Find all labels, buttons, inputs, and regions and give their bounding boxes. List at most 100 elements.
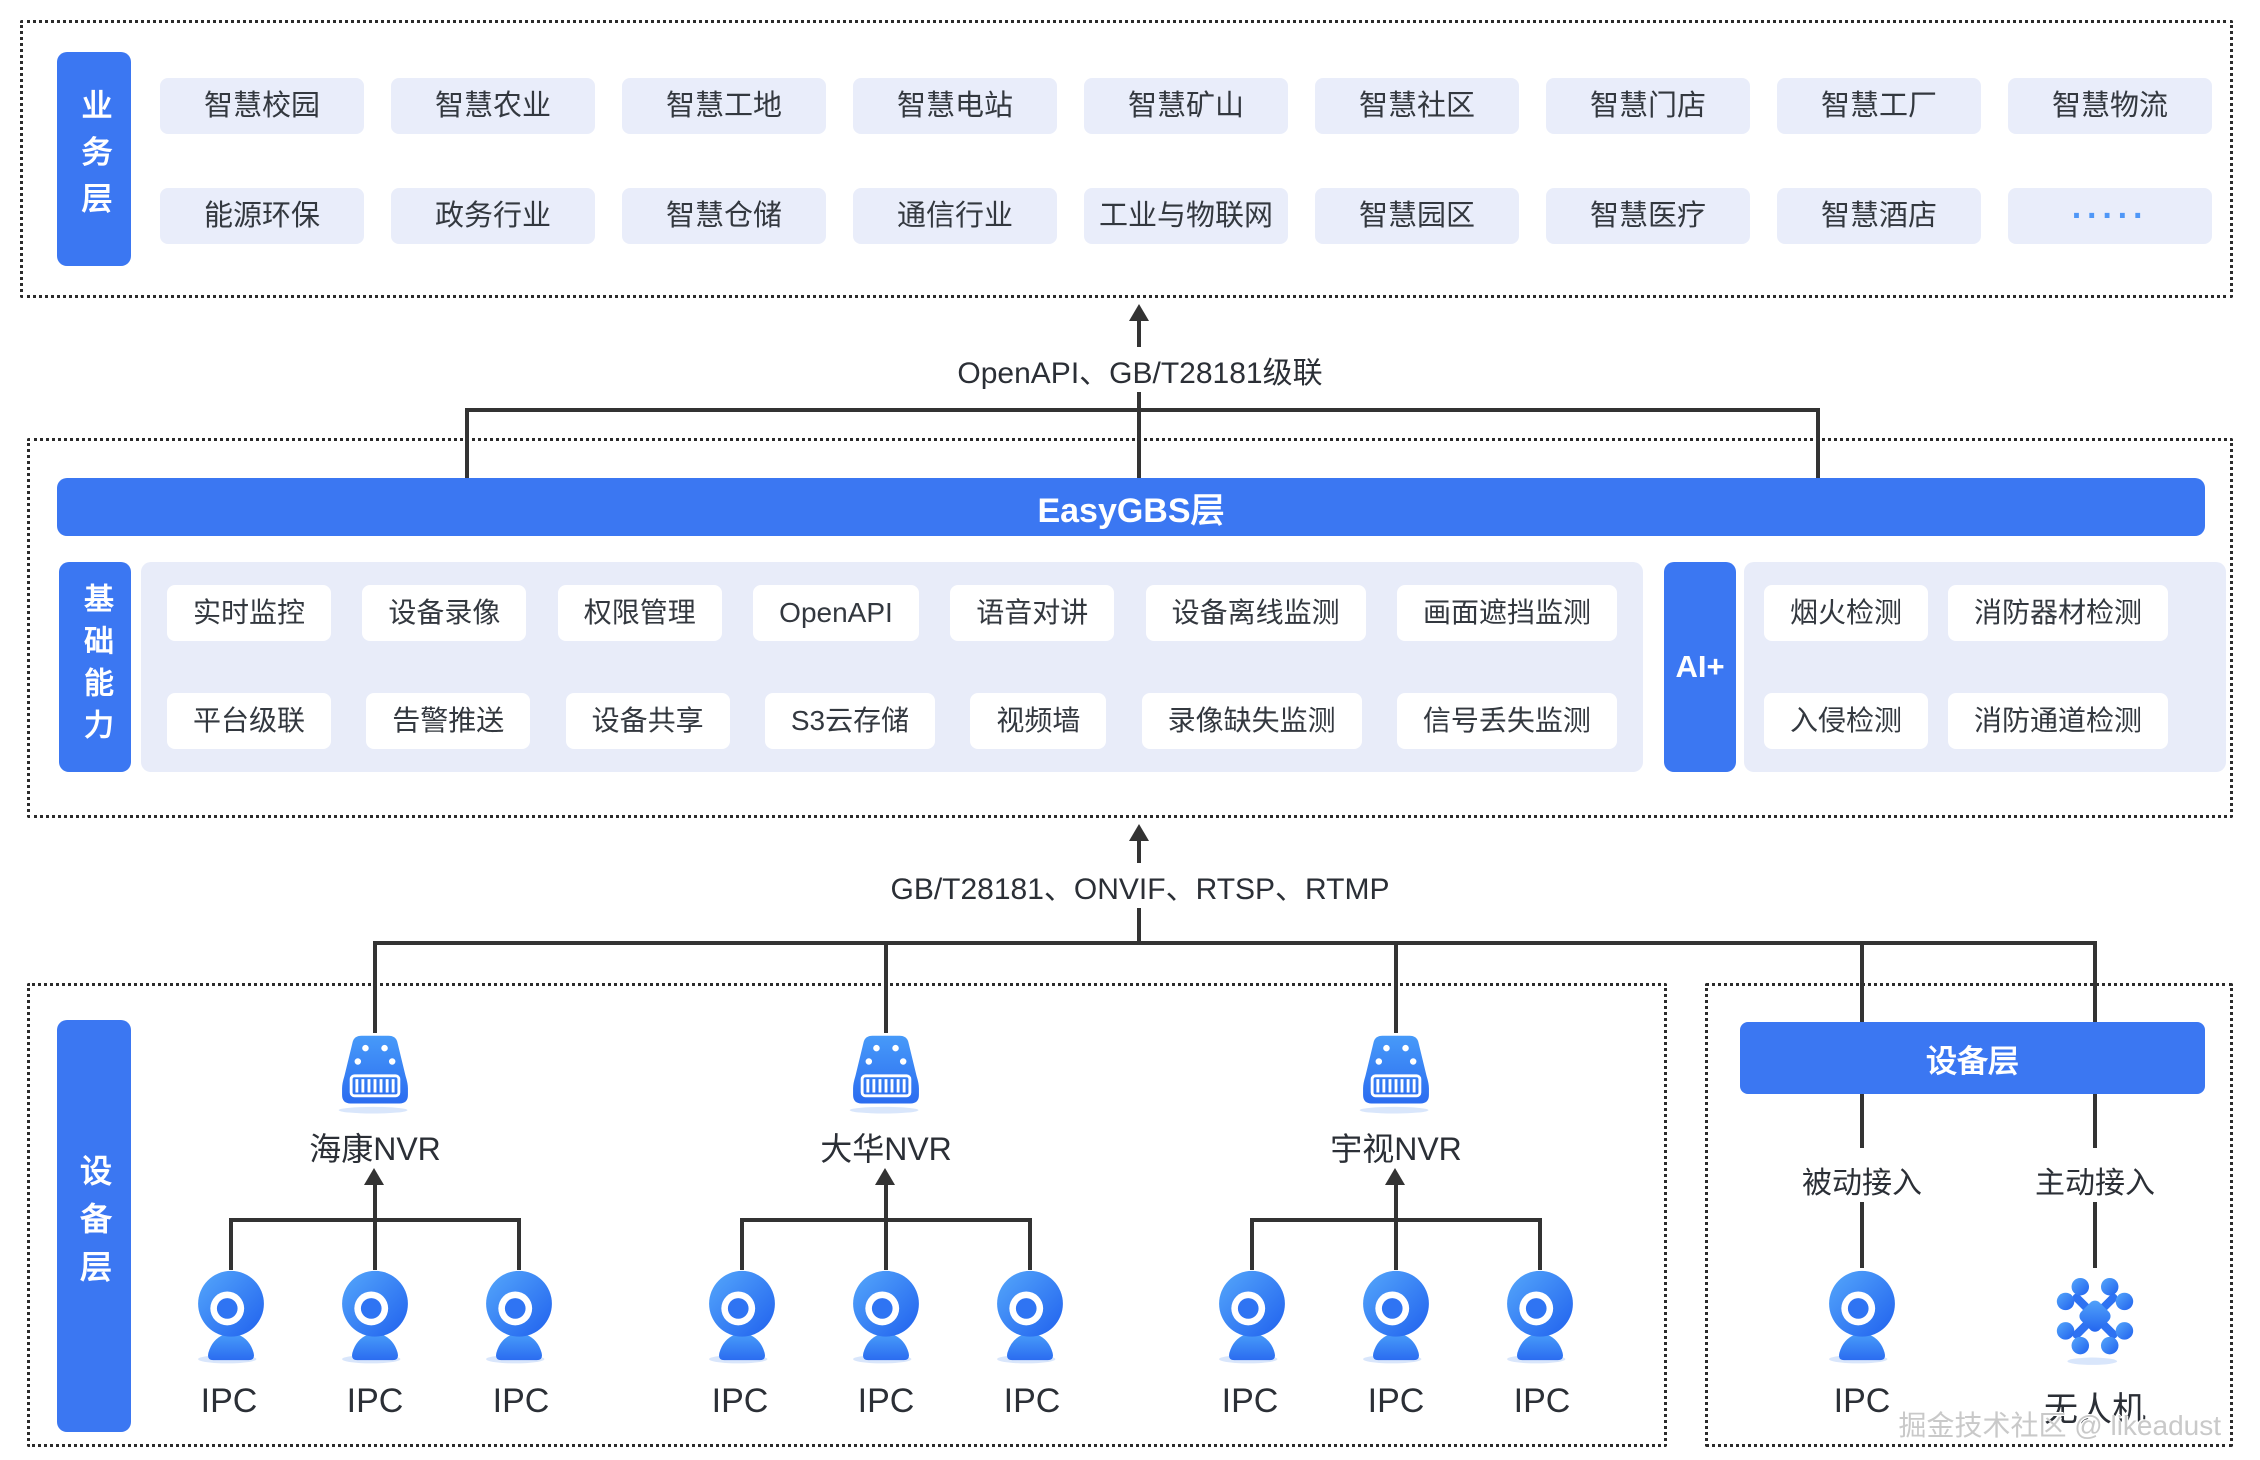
easygbs-bar: EasyGBS层 bbox=[57, 478, 2205, 536]
connector-line bbox=[1137, 908, 1141, 945]
business-layer-box bbox=[20, 20, 2233, 298]
ai-row-2: 入侵检测 消防通道检测 bbox=[1764, 693, 2206, 749]
connector-device-label: GB/T28181、ONVIF、RTSP、RTMP bbox=[890, 873, 1390, 906]
capability-chip: 平台级联 bbox=[167, 693, 332, 749]
tree-line bbox=[1250, 1218, 1542, 1222]
business-row-1: 智慧校园 智慧农业 智慧工地 智慧电站 智慧矿山 智慧社区 智慧门店 智慧工厂 … bbox=[160, 78, 2212, 134]
capability-chip: 视频墙 bbox=[970, 693, 1107, 749]
device-layer-box bbox=[27, 983, 1667, 1447]
ipc-label: IPC bbox=[1221, 1382, 1279, 1420]
business-layer-tab: 业务层 bbox=[57, 52, 131, 266]
ipc-icon bbox=[1815, 1266, 1909, 1364]
capability-chip: 语音对讲 bbox=[950, 585, 1115, 641]
capability-chip: 设备录像 bbox=[362, 585, 527, 641]
ipc-icon bbox=[1205, 1266, 1299, 1364]
capability-chip: 告警推送 bbox=[366, 693, 531, 749]
ipc-label: IPC bbox=[200, 1382, 258, 1420]
tree-line bbox=[373, 1183, 377, 1270]
bracket-line bbox=[1816, 408, 1820, 480]
business-chip: 通信行业 bbox=[853, 188, 1057, 244]
connector-line bbox=[1137, 839, 1141, 863]
business-chip: 智慧电站 bbox=[853, 78, 1057, 134]
capability-chip: 录像缺失监测 bbox=[1141, 693, 1362, 749]
capability-chip: 设备离线监测 bbox=[1145, 585, 1366, 641]
passive-access-label: 被动接入 bbox=[1802, 1167, 1922, 1200]
business-chip: 智慧校园 bbox=[160, 78, 364, 134]
bracket-line bbox=[465, 408, 469, 480]
nvr-label: 海康NVR bbox=[309, 1131, 441, 1167]
capability-row-1: 实时监控 设备录像 权限管理 OpenAPI 语音对讲 设备离线监测 画面遮挡监… bbox=[167, 585, 1617, 641]
business-chip-more-dots: ····· bbox=[2008, 188, 2212, 244]
bracket-line bbox=[1394, 941, 1398, 1033]
ai-tab: AI+ bbox=[1664, 562, 1736, 772]
tree-line bbox=[229, 1218, 521, 1222]
ipc-label: IPC bbox=[711, 1382, 769, 1420]
business-chip: 能源环保 bbox=[160, 188, 364, 244]
bracket-line bbox=[2093, 941, 2097, 1024]
bracket-line bbox=[373, 941, 377, 1033]
ipc-label: IPC bbox=[1513, 1382, 1571, 1420]
active-access-label: 主动接入 bbox=[2035, 1167, 2155, 1200]
business-chip: 政务行业 bbox=[391, 188, 595, 244]
business-chip: 智慧社区 bbox=[1315, 78, 1519, 134]
device-access-box bbox=[1705, 983, 2233, 1447]
tree-line bbox=[1250, 1218, 1254, 1270]
drone-label: 无人机 bbox=[2044, 1391, 2146, 1429]
passive-link-line bbox=[1860, 1094, 1864, 1148]
passive-link-line bbox=[1860, 1202, 1864, 1268]
capability-chip: 设备共享 bbox=[565, 693, 730, 749]
bracket-line bbox=[373, 941, 2097, 945]
ipc-icon bbox=[472, 1266, 566, 1364]
ai-chip: 消防器材检测 bbox=[1948, 585, 2169, 641]
ipc-icon bbox=[328, 1266, 422, 1364]
arrow-up-icon bbox=[1129, 304, 1149, 321]
ipc-label: IPC bbox=[346, 1382, 404, 1420]
capability-chip: OpenAPI bbox=[753, 585, 919, 641]
capability-chip: 实时监控 bbox=[167, 585, 332, 641]
bracket-line bbox=[465, 408, 1820, 412]
capability-tab: 基础能力 bbox=[59, 562, 131, 772]
ai-chip: 入侵检测 bbox=[1764, 693, 1929, 749]
nvr-icon bbox=[325, 1030, 425, 1114]
ai-chip: 消防通道检测 bbox=[1948, 693, 2169, 749]
connector-line bbox=[1137, 392, 1141, 480]
business-chip: 智慧仓储 bbox=[622, 188, 826, 244]
device-access-title-bar: 设备层 bbox=[1740, 1022, 2205, 1094]
ipc-icon bbox=[1349, 1266, 1443, 1364]
ipc-label: IPC bbox=[1003, 1382, 1061, 1420]
capability-chip: S3云存储 bbox=[764, 693, 936, 749]
easygbs-layer-box bbox=[27, 438, 2233, 818]
business-chip: 智慧工地 bbox=[622, 78, 826, 134]
ipc-icon bbox=[839, 1266, 933, 1364]
business-row-2: 能源环保 政务行业 智慧仓储 通信行业 工业与物联网 智慧园区 智慧医疗 智慧酒… bbox=[160, 188, 2212, 244]
business-chip: 智慧门店 bbox=[1546, 78, 1750, 134]
business-chip: 智慧医疗 bbox=[1546, 188, 1750, 244]
business-chip: 智慧农业 bbox=[391, 78, 595, 134]
tree-line bbox=[884, 1183, 888, 1270]
business-chip: 智慧酒店 bbox=[1777, 188, 1981, 244]
arrow-up-icon bbox=[1385, 1168, 1405, 1185]
business-chip: 智慧矿山 bbox=[1084, 78, 1288, 134]
tree-line bbox=[1538, 1218, 1542, 1270]
nvr-label: 大华NVR bbox=[820, 1131, 952, 1167]
ipc-icon bbox=[983, 1266, 1077, 1364]
capability-chip: 权限管理 bbox=[557, 585, 722, 641]
tree-line bbox=[517, 1218, 521, 1270]
business-chip: 工业与物联网 bbox=[1084, 188, 1288, 244]
tree-line bbox=[740, 1218, 1032, 1222]
nvr-label: 宇视NVR bbox=[1330, 1131, 1462, 1167]
ai-row-1: 烟火检测 消防器材检测 bbox=[1764, 585, 2206, 641]
ipc-label: IPC bbox=[492, 1382, 550, 1420]
tree-line bbox=[1394, 1183, 1398, 1270]
tree-line bbox=[740, 1218, 744, 1270]
active-link-line bbox=[2093, 1202, 2097, 1268]
business-chip: 智慧工厂 bbox=[1777, 78, 1981, 134]
capability-row-2: 平台级联 告警推送 设备共享 S3云存储 视频墙 录像缺失监测 信号丢失监测 bbox=[167, 693, 1617, 749]
ipc-icon bbox=[695, 1266, 789, 1364]
bracket-line bbox=[884, 941, 888, 1033]
drone-icon bbox=[2049, 1270, 2141, 1366]
connector-top-label: OpenAPI、GB/T28181级联 bbox=[957, 357, 1323, 390]
ai-chip: 烟火检测 bbox=[1764, 585, 1929, 641]
arrow-up-icon bbox=[1129, 824, 1149, 841]
